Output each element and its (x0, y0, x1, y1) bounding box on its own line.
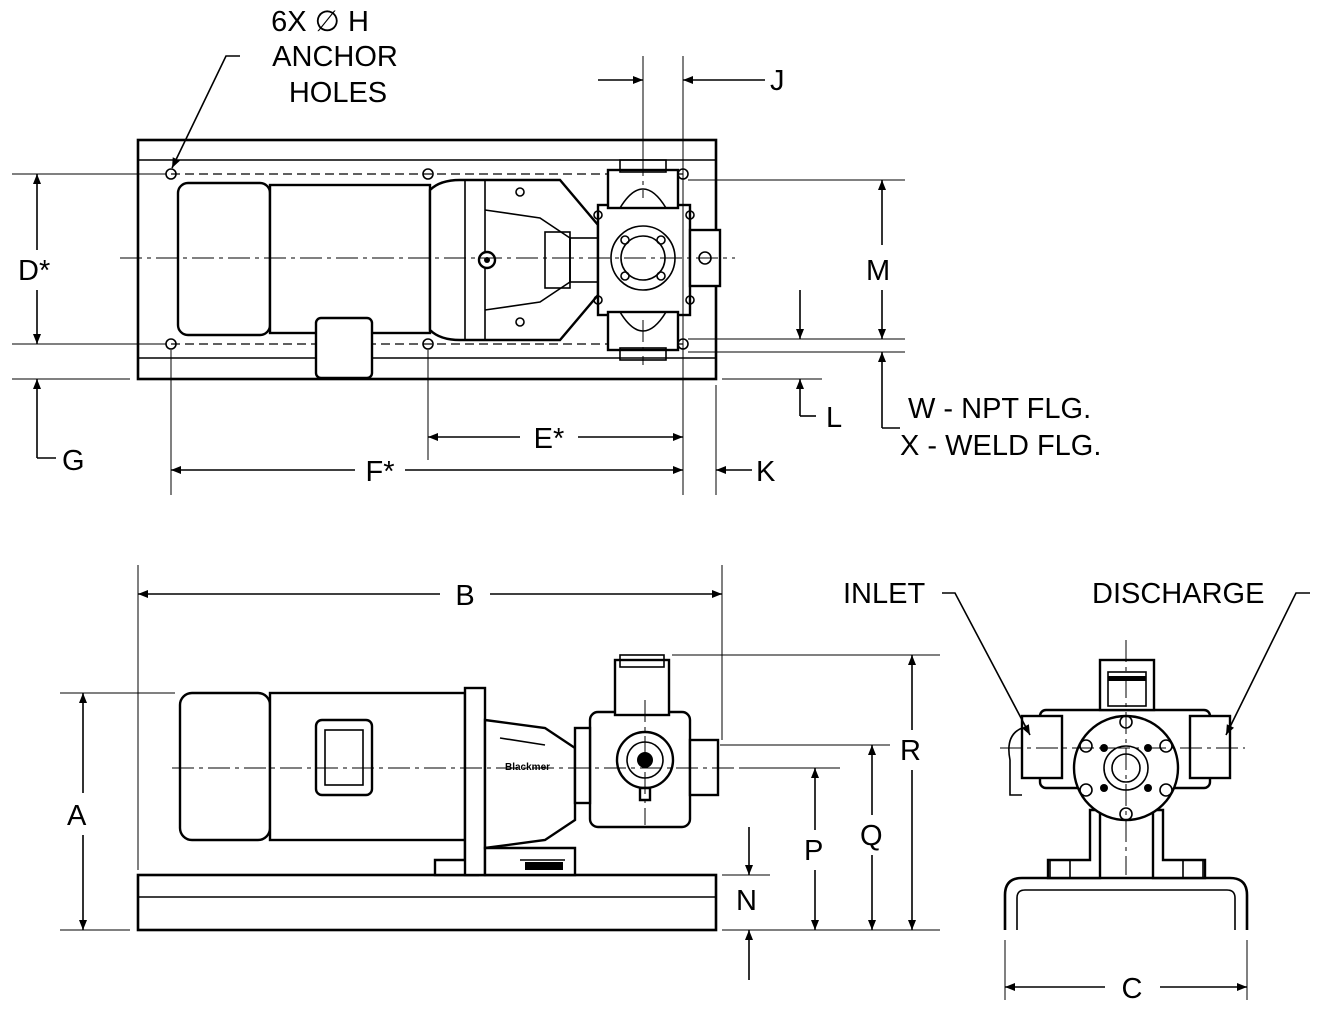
dim-label-k: K (756, 456, 776, 488)
dim-label-x: X - WELD FLG. (900, 430, 1101, 462)
side-junction-box (314, 718, 374, 797)
dim-label-f: F* (366, 456, 395, 488)
dimension-labels: 6X ∅ H ANCHOR HOLES J D* M L W - NPT FLG… (18, 6, 1264, 1005)
dim-label-b: B (455, 580, 474, 612)
dim-label-a: A (67, 800, 87, 832)
dim-label-q: Q (860, 820, 883, 852)
dim-label-e: E* (534, 423, 565, 455)
anchor-holes-label-line1: 6X ∅ H (271, 6, 369, 38)
top-motor (176, 181, 272, 337)
dim-label-p: P (804, 835, 823, 867)
dim-label-j: J (770, 65, 785, 97)
dim-label-c: C (1122, 973, 1143, 1005)
dim-label-g: G (62, 445, 85, 477)
top-view (12, 55, 905, 495)
end-view (942, 592, 1310, 1000)
dim-label-m: M (866, 255, 890, 287)
side-view: Blackmer (60, 565, 940, 980)
anchor-holes-label-line2: ANCHOR (272, 41, 398, 73)
anchor-holes-label-line3: HOLES (289, 77, 387, 109)
top-junction-box (314, 316, 374, 380)
side-base-plate (136, 873, 718, 932)
dim-label-n: N (736, 885, 757, 917)
dim-label-w: W - NPT FLG. (908, 393, 1091, 425)
dim-label-r: R (900, 735, 921, 767)
inlet-label: INLET (843, 578, 925, 610)
dim-label-l: L (826, 402, 842, 434)
dim-label-d: D* (18, 255, 50, 287)
side-motor (178, 691, 272, 842)
discharge-label: DISCHARGE (1092, 578, 1264, 610)
svg-text:Blackmer: Blackmer (505, 762, 550, 773)
